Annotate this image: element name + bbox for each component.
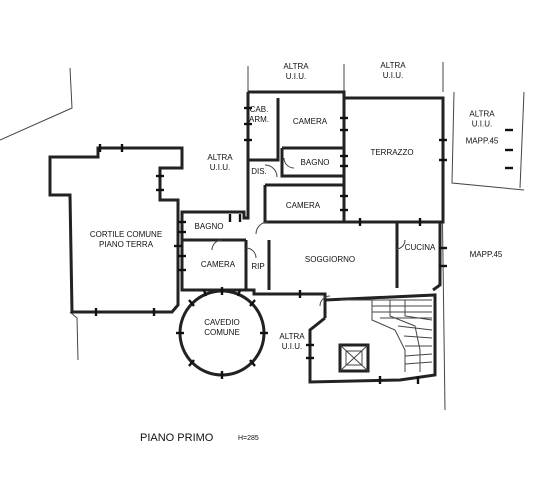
label-line: DIS. <box>251 167 267 176</box>
label-mapp-45: MAPP.45 <box>470 250 503 260</box>
label-line: ALTRA <box>469 109 495 119</box>
label-cucina: CUCINA <box>405 243 436 253</box>
label-cab-arm: CAB. ARM. <box>249 105 269 125</box>
label-cortile-comune: CORTILE COMUNE PIANO TERRA <box>90 230 162 250</box>
label-bagno-top: BAGNO <box>301 158 330 168</box>
window-marks <box>94 106 513 384</box>
label-line: CORTILE COMUNE <box>89 230 163 239</box>
label-line: CAB. <box>249 105 269 114</box>
label-line: U.I.U. <box>382 71 404 80</box>
label-line: U.I.U. <box>471 119 493 129</box>
label-altra-uiu-mapp: ALTRA U.I.U. MAPP.45 <box>466 110 499 147</box>
lift-shaft <box>338 343 370 373</box>
label-line: SOGGIORNO <box>304 255 356 264</box>
label-line: MAPP.45 <box>465 136 499 146</box>
plan-title: PIANO PRIMO <box>140 432 214 444</box>
label-altra-uiu-mid-left: ALTRA U.I.U. <box>207 153 232 173</box>
label-altra-uiu-bottom: ALTRA U.I.U. <box>279 332 304 352</box>
label-line: ALTRA <box>380 61 406 70</box>
label-line: BAGNO <box>194 222 224 231</box>
label-line: PIANO TERRA <box>98 240 154 249</box>
label-altra-uiu-top-right: ALTRA U.I.U. <box>380 61 405 81</box>
label-camera-left: CAMERA <box>201 260 235 270</box>
label-line: U.I.U. <box>285 72 307 81</box>
label-line: TERRAZZO <box>370 148 414 157</box>
label-soggiorno: SOGGIORNO <box>305 255 355 265</box>
label-line: U.I.U. <box>209 163 231 172</box>
label-camera-top: CAMERA <box>293 117 327 127</box>
label-line: U.I.U. <box>281 342 303 351</box>
label-line: RIP <box>251 262 265 271</box>
label-line: ARM. <box>249 115 269 124</box>
label-line: MAPP.45 <box>469 250 503 259</box>
label-line: BAGNO <box>300 158 330 167</box>
label-camera-mid: CAMERA <box>286 201 320 211</box>
label-line: ALTRA <box>279 332 305 341</box>
label-line: CAMERA <box>200 260 236 269</box>
door-swings <box>211 157 406 307</box>
label-line: ALTRA <box>283 62 309 71</box>
plan-height: H=285 <box>238 435 259 442</box>
label-line: CAVEDIO <box>204 318 240 327</box>
label-bagno-left: BAGNO <box>195 222 224 232</box>
label-line: CUCINA <box>404 243 436 252</box>
label-line: COMUNE <box>204 328 240 337</box>
label-cavedio-comune: CAVEDIO COMUNE <box>204 318 240 338</box>
label-dis: DIS. <box>251 167 267 177</box>
apartment-walls <box>180 90 445 318</box>
courtyard-walls <box>48 146 184 314</box>
label-altra-uiu-top-left: ALTRA U.I.U. <box>283 62 308 82</box>
cavedio-circle <box>176 287 268 379</box>
label-line: CAMERA <box>285 201 321 210</box>
label-terrazzo: TERRAZZO <box>370 148 413 158</box>
label-rip: RIP <box>251 262 264 272</box>
label-line: CAMERA <box>292 117 328 126</box>
stairwell <box>308 293 437 384</box>
label-line: ALTRA <box>207 153 233 162</box>
